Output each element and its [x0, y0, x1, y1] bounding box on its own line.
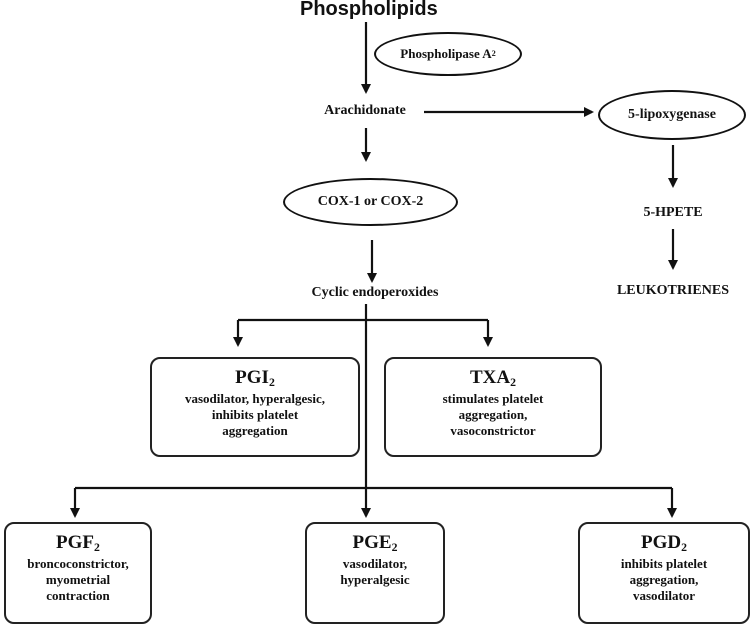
- pge2-description: vasodilator, hyperalgesic: [340, 556, 410, 587]
- cox-node: COX-1 or COX-2: [283, 178, 458, 226]
- txa2-title: TXA2: [469, 367, 516, 389]
- pgf2-box: PGF2 broncoconstrictor, myometrial contr…: [4, 522, 152, 624]
- cyclic-endoperoxides-label: Cyclic endoperoxides: [311, 285, 439, 300]
- pgd2-description: inhibits platelet aggregation, vasodilat…: [620, 556, 708, 603]
- phospholipase-label: Phospholipase A: [400, 46, 492, 61]
- pgd2-box: PGD2 inhibits platelet aggregation, vaso…: [578, 522, 750, 624]
- arachidonate-label: Arachidonate: [324, 103, 406, 118]
- txa2-description: stimulates platelet aggregation, vasocon…: [442, 391, 544, 438]
- lipoxygenase-node: 5-lipoxygenase: [598, 90, 746, 140]
- pge2-title: PGE2: [352, 532, 398, 554]
- pgi2-title: PGI2: [235, 367, 275, 389]
- txa2-box: TXA2 stimulates platelet aggregation, va…: [384, 357, 602, 457]
- pgf2-title: PGF2: [56, 532, 100, 554]
- pgi2-description: vasodilator, hyperalgesic, inhibits plat…: [185, 391, 325, 438]
- leukotrienes-label: LEUKOTRIENES: [616, 283, 730, 298]
- pgf2-description: broncoconstrictor, myometrial contractio…: [27, 556, 129, 603]
- pgd2-title: PGD2: [641, 532, 687, 554]
- pgi2-box: PGI2 vasodilator, hyperalgesic, inhibits…: [150, 357, 360, 457]
- hpete-label: 5-HPETE: [643, 205, 703, 220]
- phospholipids-label: Phospholipids: [300, 0, 438, 20]
- pge2-box: PGE2 vasodilator, hyperalgesic: [305, 522, 445, 624]
